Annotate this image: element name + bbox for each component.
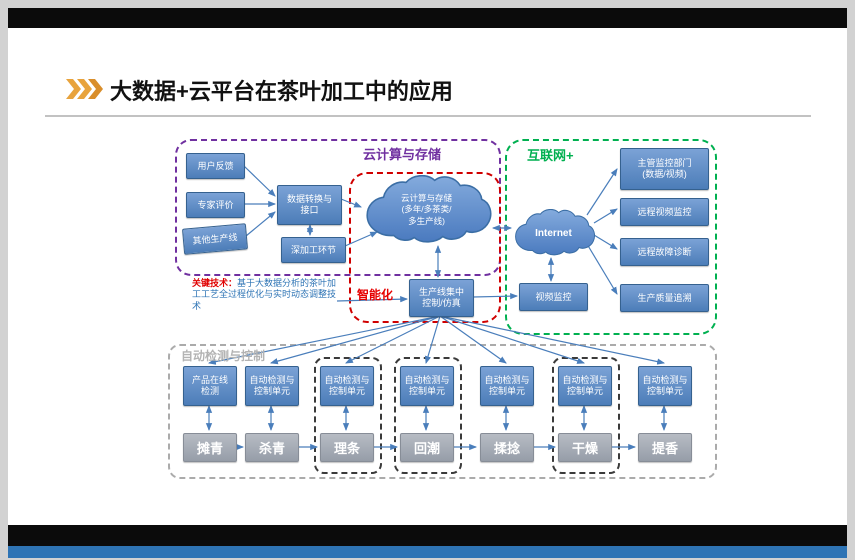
internet-plus-region-label: 互联网+ [527,148,574,163]
process-box-tixiang: 提香 [638,433,692,462]
process-box-litiao: 理条 [320,433,374,462]
key-technology-prefix: 关键技术： [192,278,238,288]
node-data-interface: 数据转换与 接口 [277,185,342,225]
top-black-bar [8,8,847,28]
process-box-rounian: 揉捻 [480,433,534,462]
node-expert-review: 专家评价 [186,192,245,218]
node-remote-fault-diagnosis: 远程故障诊断 [620,238,709,266]
page-title: 大数据+云平台在茶叶加工中的应用 [110,79,453,104]
unit-auto-control-3: 自动检测与 控制单元 [400,366,454,406]
unit-auto-control-2: 自动检测与 控制单元 [320,366,374,406]
key-technology-note: 关键技术：基于大数据分析的茶叶加工工艺全过程优化与实时动态调整技术 [192,278,339,312]
node-user-feedback: 用户反馈 [186,153,245,179]
title-divider [45,115,811,117]
title-chevrons-icon [66,79,103,99]
key-technology-body: 基于大数据分析的茶叶加工工艺全过程优化与实时动态调整技术 [192,278,337,311]
process-box-shaqing: 杀青 [245,433,299,462]
node-video-monitor: 视频监控 [519,283,588,311]
automation-region-label: 自动检测与控制 [181,349,266,363]
unit-auto-control-1: 自动检测与 控制单元 [245,366,299,406]
node-remote-video-monitor: 远程视频监控 [620,198,709,226]
process-box-ganzao: 干燥 [558,433,612,462]
footer-blue-bar [8,546,847,558]
process-box-tanqing: 摊青 [183,433,237,462]
unit-auto-control-5: 自动检测与 控制单元 [558,366,612,406]
node-supervision-dept: 主管监控部门 (数据/视频) [620,148,709,190]
cloud-shape [366,175,492,243]
node-deep-processing: 深加工环节 [281,237,346,263]
node-other-production-lines: 其他生产线 [181,223,249,255]
process-box-huichao: 回潮 [400,433,454,462]
internet-cloud-shape [515,209,595,256]
intelligent-region-label: 智能化 [357,288,394,302]
internet-cloud-label: Internet [535,227,572,239]
unit-auto-control-6: 自动检测与 控制单元 [638,366,692,406]
node-quality-traceability: 生产质量追溯 [620,284,709,312]
unit-product-inline-inspection: 产品在线 检测 [183,366,237,406]
node-production-line-control: 生产线集中 控制/仿真 [409,279,474,317]
cloud-storage-region-label: 云计算与存储 [363,147,442,162]
unit-auto-control-4: 自动检测与 控制单元 [480,366,534,406]
internet-cloud: Internet [511,209,596,257]
cloud-computing-cloud-label: 云计算与存储 (多年/多茶类/ 多生产线) [400,193,452,226]
cloud-computing-cloud: 云计算与存储 (多年/多茶类/ 多生产线) [360,175,493,245]
bottom-black-bar [8,525,847,546]
